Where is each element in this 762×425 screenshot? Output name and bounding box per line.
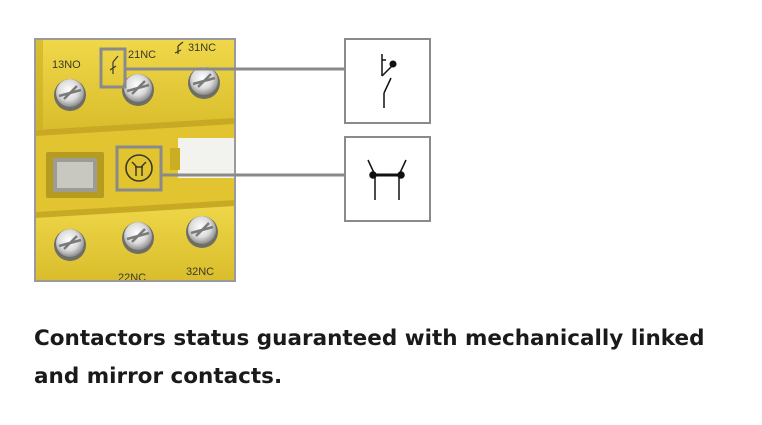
terminal-label-21nc: 21NC: [128, 49, 156, 61]
mechanically-linked-contacts-icon: [367, 159, 407, 200]
screw-terminal-32: [186, 216, 218, 248]
terminal-label-13no: 13NO: [52, 59, 81, 71]
screw-terminal-31: [188, 67, 220, 99]
screw-terminal-21: [122, 74, 154, 106]
terminal-label-22nc: 22NC: [118, 272, 146, 284]
linked-contacts-symbol-box: [344, 136, 431, 222]
screw-terminal-22: [122, 222, 154, 254]
mirror-contact-symbol-icon: [381, 54, 397, 108]
caption-line-2: and mirror contacts.: [34, 364, 283, 389]
screw-terminal-14: [54, 229, 86, 261]
mirror-contact-symbol-box: [344, 38, 431, 124]
highlight-linked-contacts: [115, 145, 163, 192]
caption-line-1: Contactors status guaranteed with mechan…: [34, 326, 705, 351]
terminal-label-32nc: 32NC: [186, 266, 214, 278]
printed-contact-mark: [174, 41, 184, 54]
printed-contact-mark: [109, 55, 119, 74]
contactor-photo: 13NO 21NC 31NC 22NC 32NC: [35, 39, 235, 284]
printed-linked-symbol-icon: [125, 154, 153, 182]
photo-frame: [34, 38, 236, 282]
screw-terminal-13: [54, 79, 86, 111]
terminal-label-31nc: 31NC: [188, 42, 216, 54]
caption: Contactors status guaranteed with mechan…: [34, 320, 754, 396]
